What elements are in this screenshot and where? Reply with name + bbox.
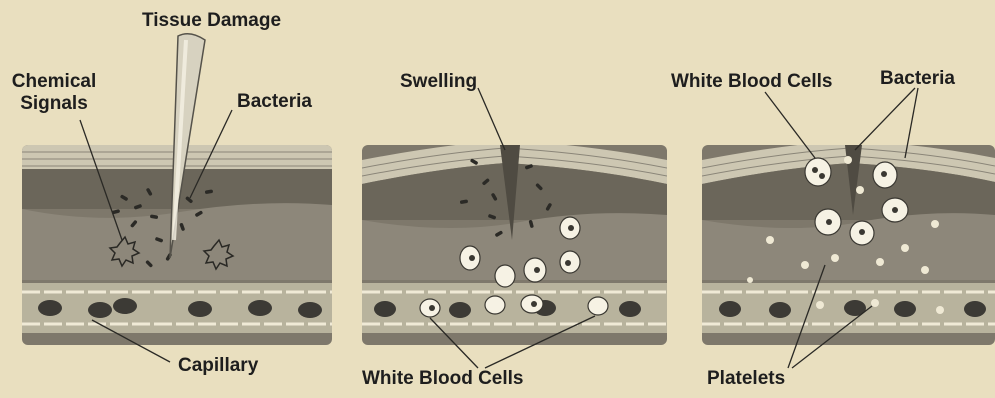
label-bacteria-3: Bacteria: [880, 68, 955, 90]
label-tissue-damage: Tissue Damage: [142, 10, 281, 32]
label-white-blood-cells-bottom: White Blood Cells: [362, 368, 524, 390]
label-platelets: Platelets: [707, 368, 785, 390]
panel-3-healing: [702, 140, 995, 345]
label-capillary: Capillary: [178, 355, 258, 377]
label-chemical-signals-line2: Signals: [10, 93, 98, 115]
label-chemical-signals-line1: Chemical: [10, 71, 98, 93]
label-bacteria-1: Bacteria: [237, 91, 312, 113]
label-white-blood-cells-top: White Blood Cells: [671, 71, 833, 93]
label-chemical-signals: Chemical Signals: [10, 71, 98, 115]
panel-2-swelling: [362, 140, 667, 345]
label-swelling: Swelling: [400, 71, 477, 93]
